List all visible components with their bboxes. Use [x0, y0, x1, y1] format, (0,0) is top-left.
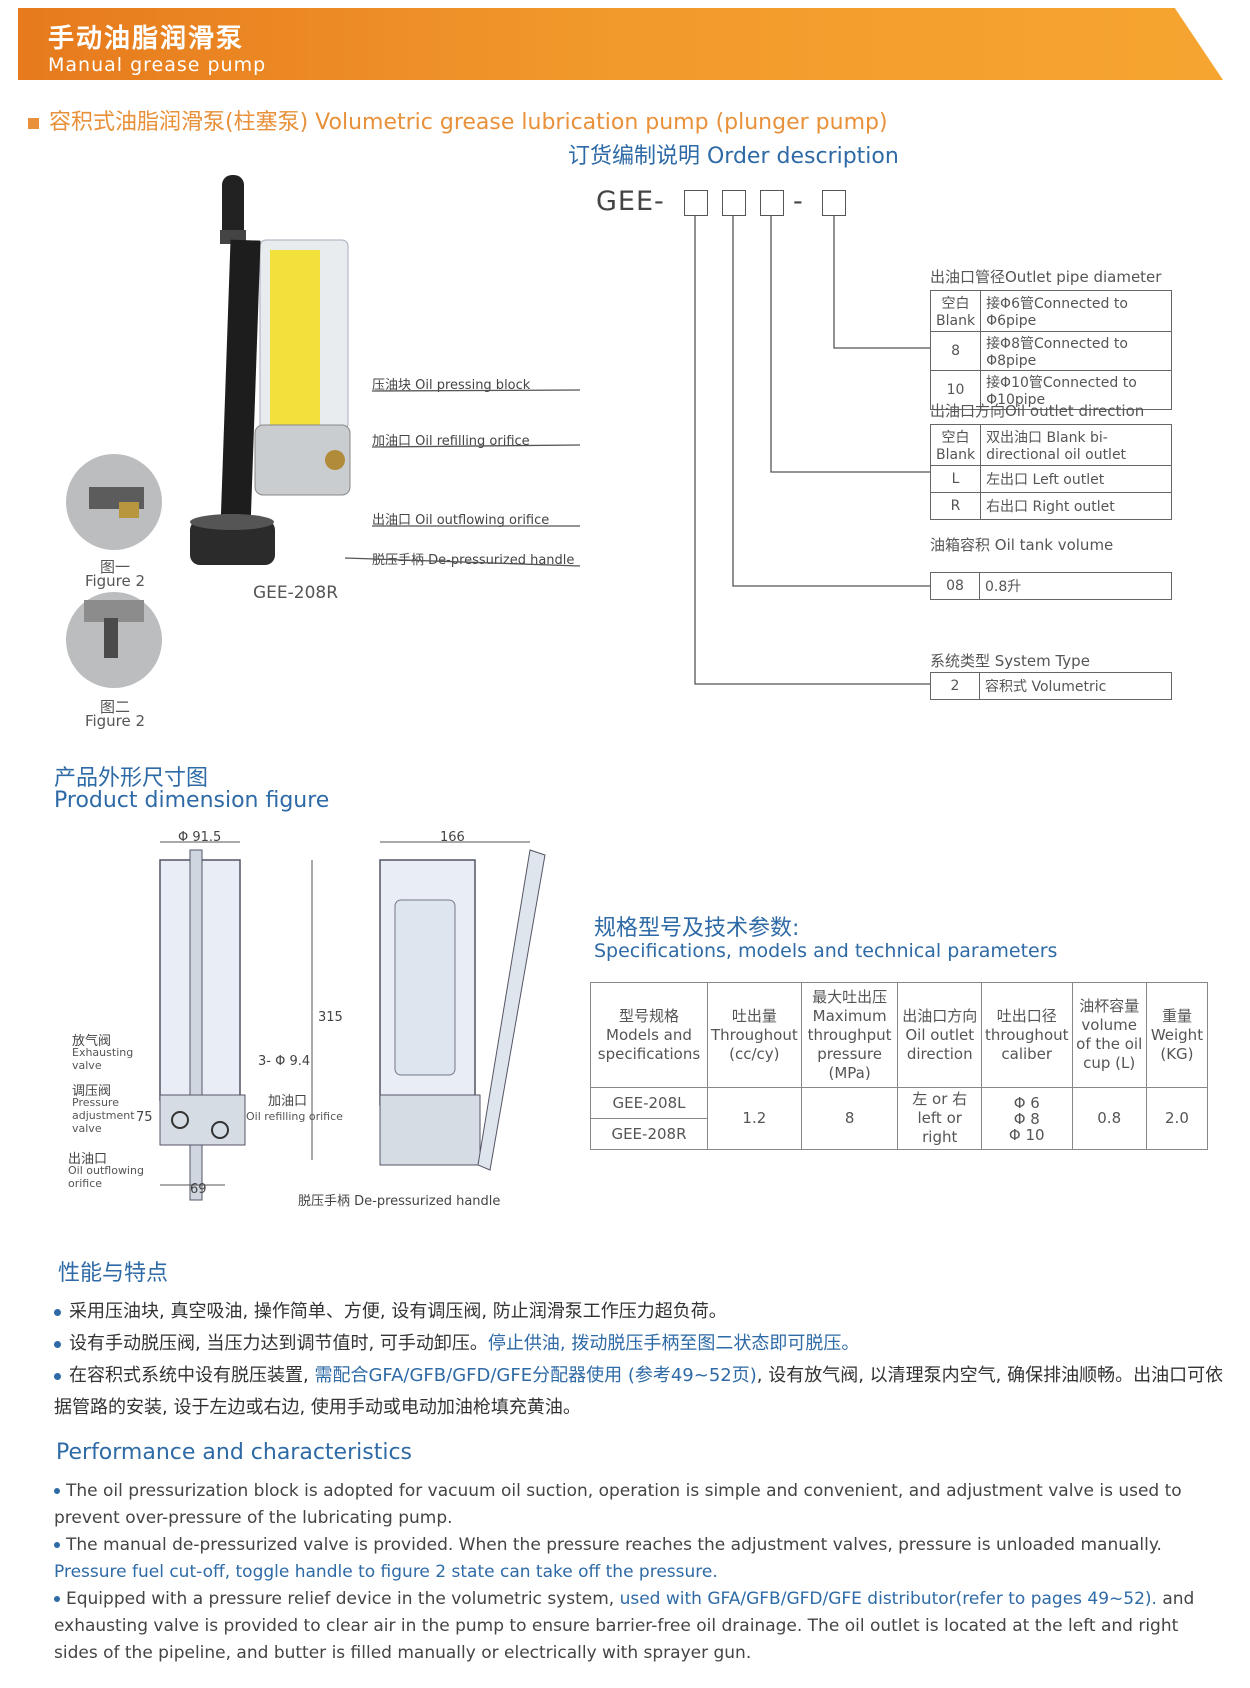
- callout-oil-pressing-block: 压油块 Oil pressing block: [372, 378, 531, 393]
- code-box-pipe: [822, 190, 846, 216]
- order-title: 订货编制说明 Order description: [568, 144, 899, 169]
- order-connector-lines: [694, 216, 930, 685]
- label-refill-cn: 加油口: [268, 1094, 308, 1109]
- callout-lines: [344, 389, 581, 567]
- callout-oil-outflowing: 出油口 Oil outflowing orifice: [372, 513, 550, 528]
- label-refill-en: Oil refilling orifice: [246, 1110, 343, 1123]
- list-item: 设有手动脱压阀, 当压力达到调节值时, 可手动卸压。停止供油, 拨动脱压手柄至图…: [54, 1328, 1224, 1360]
- header-title-cn: 手动油脂润滑泵: [48, 24, 245, 54]
- label-outflow-en: Oil outflowing orifice: [68, 1164, 144, 1190]
- bullet-dot-icon: [54, 1542, 60, 1548]
- list-item: The manual de-pressurized valve is provi…: [54, 1535, 1162, 1582]
- figure-1-image: [66, 454, 162, 550]
- code-box-system: [684, 190, 708, 216]
- tank-caption: 油箱容积 Oil tank volume: [930, 536, 1114, 554]
- list-item: 采用压油块, 真空吸油, 操作简单、方便, 设有调压阀, 防止润滑泵工作压力超负…: [54, 1296, 1224, 1328]
- bullet-dot-icon: [54, 1596, 60, 1602]
- table-row: GEE-208L 1.2 8 左 or 右 left or right Φ 6 …: [590, 1087, 1209, 1150]
- label-exhaust-en: Exhausting valve: [72, 1046, 134, 1072]
- label-handle: 脱压手柄 De-pressurized handle: [298, 1194, 501, 1209]
- dim-d1: Φ 91.5: [178, 830, 222, 845]
- system-caption: 系统类型 System Type: [930, 652, 1090, 670]
- figure-1-en: Figure 2: [84, 572, 146, 590]
- code-box-direction: [760, 190, 784, 216]
- list-item: 在容积式系统中设有脱压装置, 需配合GFA/GFB/GFD/GFE分配器使用 (…: [54, 1365, 1224, 1418]
- label-adjust-en: Pressure adjustment valve: [72, 1096, 135, 1135]
- dimension-drawing: [159, 841, 546, 1201]
- section-title: 容积式油脂润滑泵(柱塞泵) Volumetric grease lubricat…: [28, 104, 888, 136]
- figure-2-en: Figure 2: [84, 712, 146, 730]
- dim-d3: 315: [318, 1010, 343, 1025]
- bullet-dot-icon: [54, 1340, 61, 1348]
- label-adjust-cn: 调压阀: [72, 1084, 112, 1099]
- bullet-dot-icon: [54, 1488, 60, 1494]
- list-item: The oil pressurization block is adopted …: [54, 1481, 1182, 1528]
- pump-photo: [190, 175, 351, 565]
- specs-title-en: Specifications, models and technical par…: [594, 940, 1058, 962]
- dim-d5: 75: [136, 1110, 153, 1125]
- code-box-volume: [722, 190, 746, 216]
- label-exhaust-cn: 放气阀: [72, 1034, 112, 1049]
- square-bullet-icon: [28, 117, 39, 129]
- label-outflow-cn: 出油口: [68, 1152, 108, 1167]
- list-item: Equipped with a pressure relief device i…: [54, 1589, 1195, 1663]
- specs-table: 型号规格 Models and specifications 吐出量 Throu…: [590, 982, 1209, 1150]
- bullet-dot-icon: [54, 1372, 61, 1380]
- performance-bullets-en: The oil pressurization block is adopted …: [54, 1478, 1224, 1667]
- figure-1-cn: 图一: [99, 558, 130, 576]
- page-header: 手动油脂润滑泵 Manual grease pump: [18, 8, 1223, 80]
- outlet-direction-caption: 出油口方向Oil outlet direction: [930, 402, 1145, 420]
- table-row: GEE-208R: [590, 1118, 1208, 1150]
- performance-title-cn: 性能与特点: [58, 1261, 169, 1286]
- dimension-title-cn: 产品外形尺寸图: [54, 766, 209, 791]
- figure-2-image: [66, 592, 162, 688]
- dim-d2: 166: [440, 830, 465, 845]
- header-title-en: Manual grease pump: [48, 54, 267, 76]
- figure-2-cn: 图二: [99, 698, 130, 716]
- performance-title-en: Performance and characteristics: [56, 1440, 413, 1465]
- dimension-title-en: Product dimension figure: [54, 788, 330, 813]
- dim-d6: 69: [190, 1182, 207, 1197]
- performance-bullets-cn: 采用压油块, 真空吸油, 操作简单、方便, 设有调压阀, 防止润滑泵工作压力超负…: [54, 1296, 1224, 1424]
- header-band: [18, 8, 1223, 80]
- outlet-pipe-caption: 出油口管径Outlet pipe diameter: [930, 268, 1162, 286]
- dim-d4: 3- Φ 9.4: [258, 1054, 311, 1069]
- model-name: GEE-208R: [253, 583, 339, 603]
- table-header-row: 型号规格 Models and specifications 吐出量 Throu…: [590, 982, 1209, 1088]
- order-code-prefix: GEE-: [596, 186, 665, 217]
- bullet-dot-icon: [54, 1308, 61, 1316]
- specs-title-cn: 规格型号及技术参数:: [594, 916, 800, 941]
- code-dash: -: [793, 186, 803, 217]
